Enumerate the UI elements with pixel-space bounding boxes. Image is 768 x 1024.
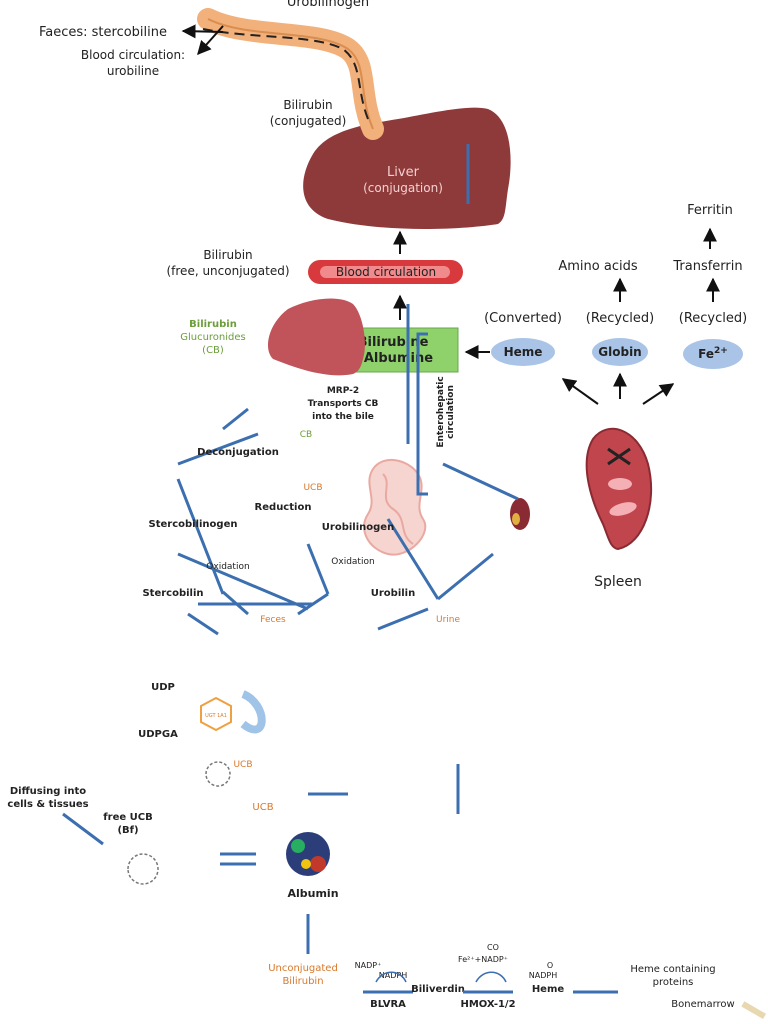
liver-organ — [303, 107, 511, 229]
udp-label: UDP — [151, 682, 175, 693]
albumin-label: Albumin — [287, 887, 338, 900]
liver-label-1: Liver — [387, 165, 420, 180]
oxidation-label-2: Oxidation — [206, 562, 249, 572]
arrow-spleen-heme — [642, 383, 675, 405]
urine-label: Urine — [436, 615, 460, 625]
bilirubin-gluc-label-3: (CB) — [202, 345, 224, 356]
recycled-label-2: (Recycled) — [679, 311, 747, 326]
diffusing-label-1: Diffusing into — [10, 786, 86, 797]
amino-acids-label: Amino acids — [558, 259, 637, 274]
bilirubin-gluc-label-2: Glucuronides — [180, 332, 246, 343]
diffusing-label-2: cells & tissues — [7, 799, 88, 810]
bilirubin-conj-label-1: Bilirubin — [283, 98, 332, 112]
bilirubine-albumine-label-2: +Albumine — [353, 351, 433, 366]
unconjugated-bilirubin-label-1: Unconjugated — [268, 963, 338, 974]
nadph-label-1: NADPH — [529, 971, 557, 980]
urobilinogen-mid-label: Urobilinogen — [322, 522, 394, 533]
arrow-gut-faeces — [181, 24, 224, 39]
cb-label: CB — [300, 430, 312, 440]
hmox-reaction-arc — [475, 971, 507, 983]
biliverdin-label: Biliverdin — [411, 984, 465, 995]
heme-ellipse — [491, 338, 555, 366]
oxidation-label-1: Oxidation — [331, 557, 374, 567]
blood-circ-uro-label-1: Blood circulation: — [81, 48, 185, 62]
blood-circulation-highlight — [320, 266, 450, 278]
hmox-label: HMOX-1/2 — [460, 999, 515, 1010]
heme-bottom-label: Heme — [532, 984, 565, 995]
bilirubin-free-label-2: (free, unconjugated) — [166, 264, 289, 278]
free-ucb-molecule-icon — [127, 853, 159, 885]
urobilin-label: Urobilin — [371, 588, 415, 599]
bonemarrow-label: Bonemarrow — [671, 999, 734, 1010]
albumin-protein-icon — [286, 832, 330, 876]
nadph-label-2: NADPH — [379, 971, 407, 980]
liver-label-2: (conjugation) — [363, 181, 443, 195]
arrow-spleen-fe — [561, 378, 599, 405]
ucb-molecule-icon — [205, 761, 231, 787]
bile-flow-dashed — [202, 28, 369, 120]
enterohepatic-label-2: circulation — [446, 385, 456, 439]
bile-duct-outline — [207, 18, 374, 130]
ferritin-label: Ferritin — [687, 203, 733, 218]
globin-ellipse — [592, 338, 648, 366]
spleen-organ — [585, 427, 653, 551]
free-ucb-diffusing-line — [62, 812, 104, 846]
ugt-cycle — [240, 690, 266, 734]
blvra-label: BLVRA — [370, 999, 406, 1010]
co-label: CO — [487, 943, 499, 952]
fe-nadp-label: Fe²⁺+NADP⁺ — [458, 955, 508, 964]
intestine-organ — [363, 459, 427, 556]
deconjugation-label: Deconjugation — [197, 447, 279, 458]
transferrin-label: Transferrin — [672, 259, 742, 274]
stercobilin-label: Stercobilin — [142, 588, 203, 599]
spleen-label: Spleen — [594, 574, 642, 590]
free-ucb-label-1: free UCB — [103, 812, 152, 823]
stercobilinogen-label: Stercobilinogen — [149, 519, 238, 530]
mrp2-label-2: Transports CB — [308, 399, 379, 409]
blvra-reaction-arc — [375, 971, 407, 983]
unconjugated-bilirubin-label-2: Bilirubin — [282, 976, 323, 987]
pathway-lines — [176, 144, 519, 814]
heme-containing-label-1: Heme containing — [630, 964, 715, 975]
fe-label: Fe2+ — [698, 346, 728, 361]
enterohepatic-bracket — [416, 332, 428, 496]
bone-icon — [741, 1001, 766, 1019]
kidney-organ — [510, 498, 530, 530]
small-liver-organ — [268, 298, 365, 376]
globin-label: Globin — [598, 345, 641, 359]
bilirubin-conj-label-2: (conjugated) — [270, 114, 347, 128]
udpga-label: UDPGA — [138, 729, 178, 740]
feces-label: Feces — [260, 615, 286, 625]
heme-label: Heme — [504, 345, 543, 359]
mrp2-label-1: MRP-2 — [327, 386, 359, 396]
ugt-label: UGT 1A1 — [205, 713, 227, 719]
free-ucb-label-2: (Bf) — [117, 825, 138, 836]
heme-containing-label-2: proteins — [653, 977, 694, 988]
blood-circulation-label: Blood circulation — [336, 265, 436, 279]
bilirubine-albumine-label-1: Bilirubine — [358, 335, 429, 350]
converted-label: (Converted) — [484, 311, 562, 326]
nadp-label: NADP⁺ — [355, 961, 382, 970]
bilirubin-gluc-label-1: Bilirubin — [189, 319, 237, 330]
mrp2-label-3: into the bile — [312, 412, 374, 422]
reduction-label: Reduction — [255, 502, 312, 513]
ucb-gut-label: UCB — [303, 483, 322, 493]
o2-label: O — [547, 961, 553, 970]
ugt-hexagon — [200, 696, 232, 732]
blood-circ-uro-label-2: urobiline — [107, 64, 159, 78]
faeces-label: Faeces: stercobiline — [39, 25, 167, 40]
recycled-label-1: (Recycled) — [586, 311, 654, 326]
fe-ellipse — [683, 339, 743, 369]
ucb-albumin-label: UCB — [252, 802, 273, 813]
bilirubin-free-label-1: Bilirubin — [203, 248, 252, 262]
urobilinogen-top-label: Urobilinogen — [287, 0, 369, 10]
enterohepatic-label-1: Enterohepatic — [436, 376, 446, 447]
arrow-gut-blood — [197, 25, 224, 56]
ucb-liver-label: UCB — [233, 760, 252, 770]
